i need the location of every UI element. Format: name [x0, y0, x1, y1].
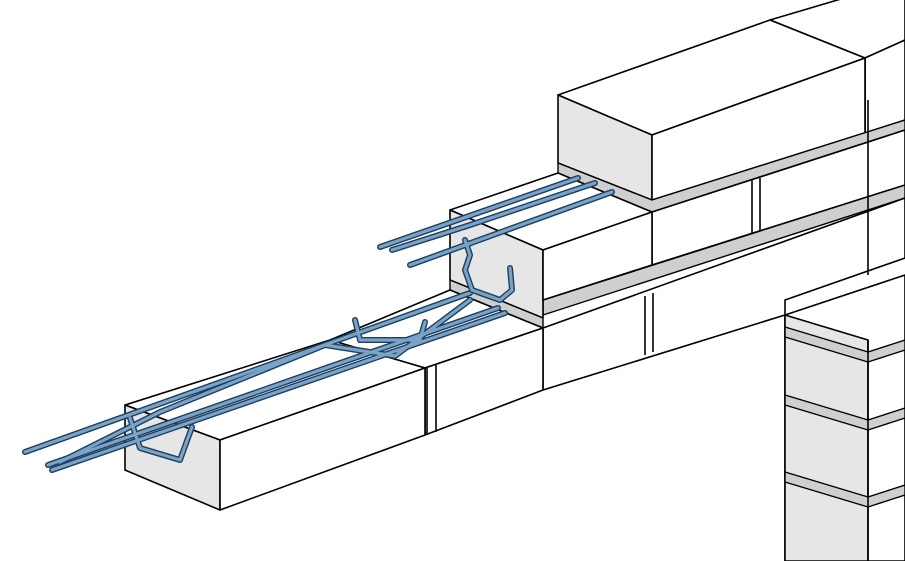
side-rod: [50, 311, 507, 472]
side-rod: [23, 291, 472, 454]
truss-reinforcement-upper: [377, 175, 615, 303]
wall-pier: [784, 100, 905, 561]
side-rod: [378, 176, 580, 249]
tie-hook: [128, 416, 194, 462]
upper-wall: [542, 0, 905, 316]
side-rod: [408, 190, 614, 267]
truss-reinforcement-lower: [22, 290, 508, 473]
cross-rod: [390, 181, 597, 252]
tie-hook: [353, 318, 427, 342]
tie-hook: [463, 238, 514, 302]
middle-block-front: [542, 211, 653, 301]
front-block-front: [219, 367, 426, 511]
